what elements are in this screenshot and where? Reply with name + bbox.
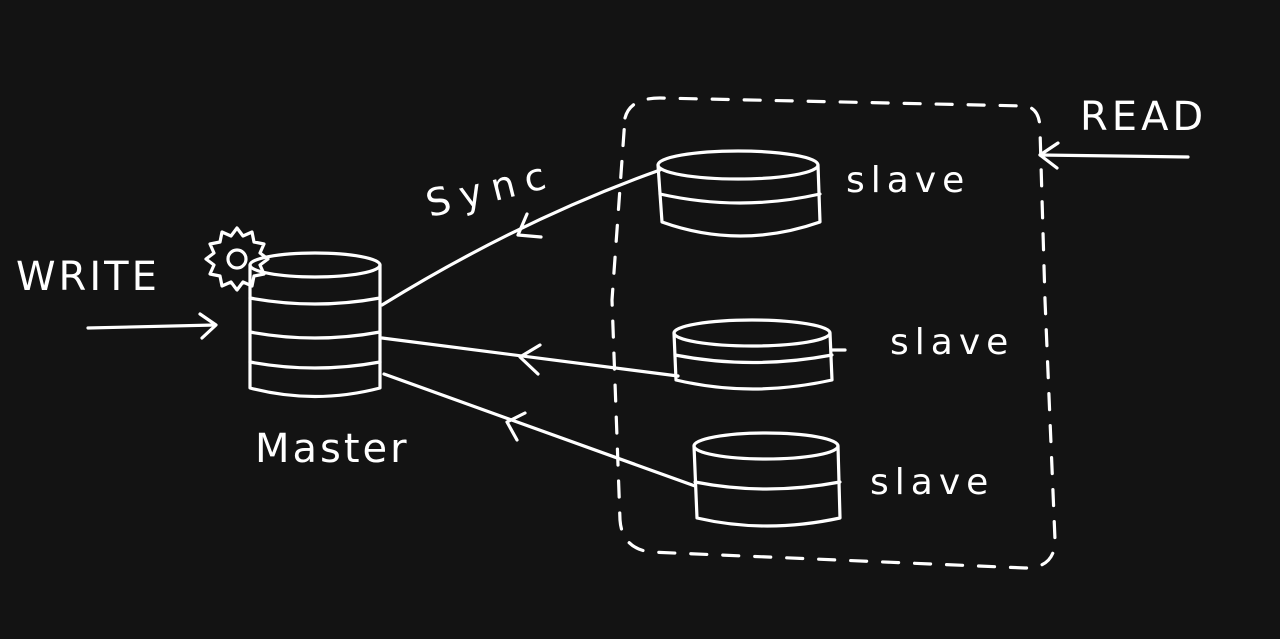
slave-3-database-icon <box>692 431 842 528</box>
gear-icon <box>204 226 270 292</box>
sync-line-slave-1 <box>380 168 662 307</box>
write-label: WRITE <box>16 254 160 300</box>
read-replica-group-box <box>610 96 1057 570</box>
read-arrow <box>1038 141 1190 170</box>
master-label: Master <box>255 426 410 472</box>
slave-2-database-icon <box>672 318 847 391</box>
slave-2-label: slave <box>890 322 1015 363</box>
slave-1-database-icon <box>656 149 822 238</box>
slave-1-label: slave <box>846 160 971 201</box>
sync-line-slave-3 <box>382 372 697 488</box>
master-database-icon <box>248 251 382 399</box>
write-arrow <box>86 312 218 340</box>
read-label: READ <box>1080 94 1208 140</box>
slave-3-label: slave <box>870 462 995 503</box>
sync-line-slave-2 <box>380 336 680 378</box>
